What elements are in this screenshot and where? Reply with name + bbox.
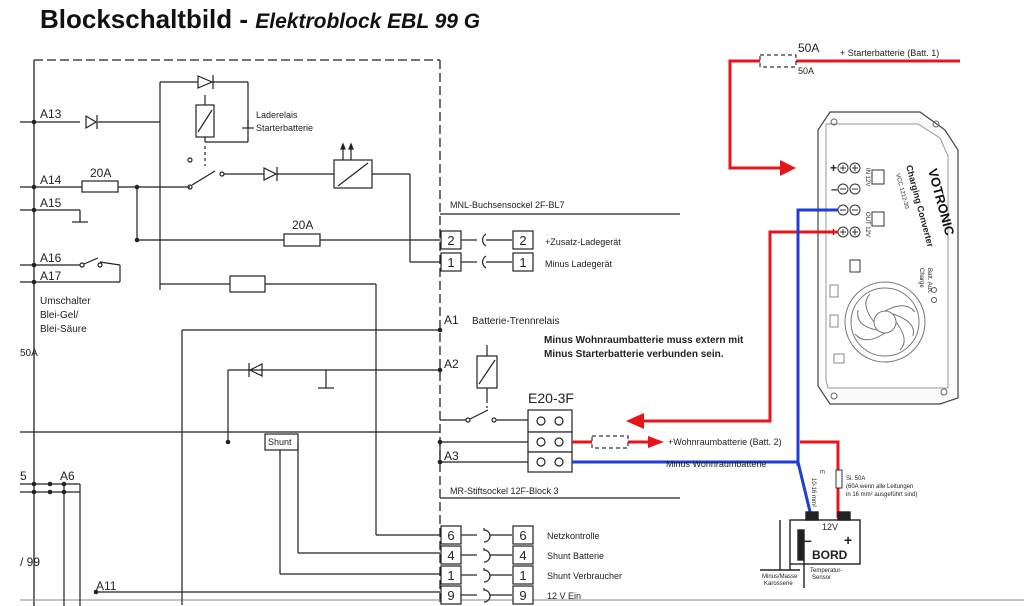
relay-a1: A1: [444, 313, 459, 327]
blue-wires: [572, 208, 838, 521]
fuse-20a-a14: [81, 180, 119, 193]
red-arrowheads: [626, 160, 796, 448]
socket-12f-label-1: Shunt Verbraucher: [547, 571, 622, 581]
conv-out-label: OUT 12V: [864, 212, 870, 237]
battery-minus-label-2: Karosserie: [764, 581, 793, 587]
fuse-20a-a14-label: 20A: [90, 166, 111, 180]
socket-12f-label-9: 12 V Ein: [547, 591, 581, 601]
terminal-5: 5: [20, 469, 27, 483]
fuse-wohnraum: [591, 435, 629, 449]
side-99: / 99: [20, 555, 40, 569]
page-title: Blockschaltbild - Elektroblock EBL 99 G: [40, 4, 480, 35]
fuse-50a-starter: [759, 54, 797, 68]
red-wires: [572, 59, 960, 518]
fuse-20a-row-label: 20A: [292, 218, 313, 232]
conv-charge: Charge: [918, 268, 924, 288]
socket-2f-pin-2: 2: [447, 233, 454, 248]
note-line-1: Minus Wohnraumbatterie muss extern mit: [544, 335, 744, 346]
fuse-50a-label-2: 50A: [798, 66, 814, 76]
fuse-note-3: in 16 mm² ausgeführt sind): [846, 492, 917, 498]
umschalter-line2: Blei-Gel/: [40, 310, 79, 321]
battery-plus: +: [844, 532, 852, 548]
socket-12f-pin-1: 1: [447, 568, 454, 583]
fuse-note-1: Si. 50A: [846, 476, 865, 482]
title-subtitle: Elektroblock EBL 99 G: [255, 10, 481, 33]
wohnraum-minus-label: Minus Wohnraumbatterie: [666, 459, 766, 469]
socket-12f-pin-9: 9: [447, 588, 454, 603]
fuse-20a-row: [136, 174, 440, 263]
fan-grille-icon: [844, 281, 926, 363]
terminal-a11: A11: [96, 579, 117, 593]
sensor-label-1: Temperatur-: [810, 568, 842, 574]
shunt-label: Shunt: [268, 437, 292, 447]
umschalter-line1: Umschalter: [40, 296, 91, 307]
e20-label: E20-3F: [528, 390, 574, 406]
charging-converter: + – – + IN 12V OUT 12V VOTRONIC Charging…: [817, 111, 959, 405]
conv-in-label: IN 12V: [864, 168, 870, 186]
laderelais-label-1: Laderelais: [256, 110, 298, 120]
terminal-a14: A14: [40, 173, 62, 187]
socket-12f-label-4: Shunt Batterie: [547, 551, 604, 561]
starter-battery-label: + Starterbatterie (Batt. 1): [840, 48, 939, 58]
socket-12f-pin-6: 6: [447, 528, 454, 543]
battery-minus-label-1: Minus/Masse: [762, 574, 798, 580]
conv-plus-1: +: [830, 161, 837, 175]
socket-12f-label-6: Netzkontrolle: [547, 531, 600, 541]
conv-minus-1: –: [831, 182, 838, 196]
socket-12f-pin-1b: 1: [519, 568, 526, 583]
relay-a2: A2: [444, 357, 459, 371]
terminal-a16: A16: [40, 251, 62, 265]
side-50a: 50A: [20, 348, 38, 359]
laderelais-label-2: Starterbatterie: [256, 123, 313, 133]
socket-2f-pin-1b: 1: [519, 255, 526, 270]
left-terminal-lines: [20, 121, 440, 606]
note-line-2: Minus Starterbatterie verbunden sein.: [544, 349, 724, 360]
socket-12f-lines: [440, 497, 680, 605]
socket-2f-pin-1: 1: [447, 255, 454, 270]
socket-2f-title: MNL-Buchsensockel 2F-BL7: [450, 200, 565, 210]
relay-a1-label: Batterie-Trennrelais: [472, 316, 559, 327]
battery-name: BORD: [812, 548, 848, 562]
bord-battery: [760, 511, 861, 588]
switch-a16: [79, 257, 103, 268]
fuse-50a-label: 50A: [798, 41, 819, 55]
socket-12f-pin-6b: 6: [519, 528, 526, 543]
socket-12f-pin-4: 4: [447, 548, 454, 563]
sensor-range: 10-16 mm²: [810, 478, 816, 507]
relay-a3: A3: [444, 449, 459, 463]
terminal-a13: A13: [40, 107, 62, 121]
socket-2f-lines: [440, 213, 680, 272]
battery-voltage: 12V: [822, 522, 838, 532]
title-main: Blockschaltbild -: [40, 4, 256, 34]
trennrelais-circuit: [181, 329, 528, 605]
e20-3f-block: [527, 409, 573, 473]
socket-2f-pin-2b: 2: [519, 233, 526, 248]
diode-a13: [85, 114, 98, 130]
fuse-note-2: (60A wenn alle Leitungen: [846, 484, 913, 490]
socket-12f-pin-9b: 9: [519, 588, 526, 603]
socket-12f-title: MR-Stiftsockel 12F-Block 3: [450, 486, 559, 496]
sensor-e: E: [818, 470, 824, 474]
laderelais-circuit: [159, 75, 410, 290]
battery-minus: –: [804, 532, 812, 548]
socket-2f-label-1: Minus Ladegerät: [545, 259, 613, 269]
resistor-row: [160, 275, 440, 536]
conv-batt-aux: Batt. Aux.: [926, 268, 932, 294]
socket-2f-label-2: +Zusatz-Ladegerät: [545, 237, 621, 247]
terminal-a17: A17: [40, 269, 62, 283]
umschalter-line3: Blei-Säure: [40, 324, 87, 335]
socket-12f-pin-4b: 4: [519, 548, 526, 563]
shunt-circuit: [264, 433, 440, 575]
terminal-a15: A15: [40, 196, 62, 210]
sensor-label-2: Sensor: [812, 575, 831, 581]
terminal-a6: A6: [60, 469, 75, 483]
wohnraum-plus-label: +Wohnraumbatterie (Batt. 2): [668, 437, 782, 447]
